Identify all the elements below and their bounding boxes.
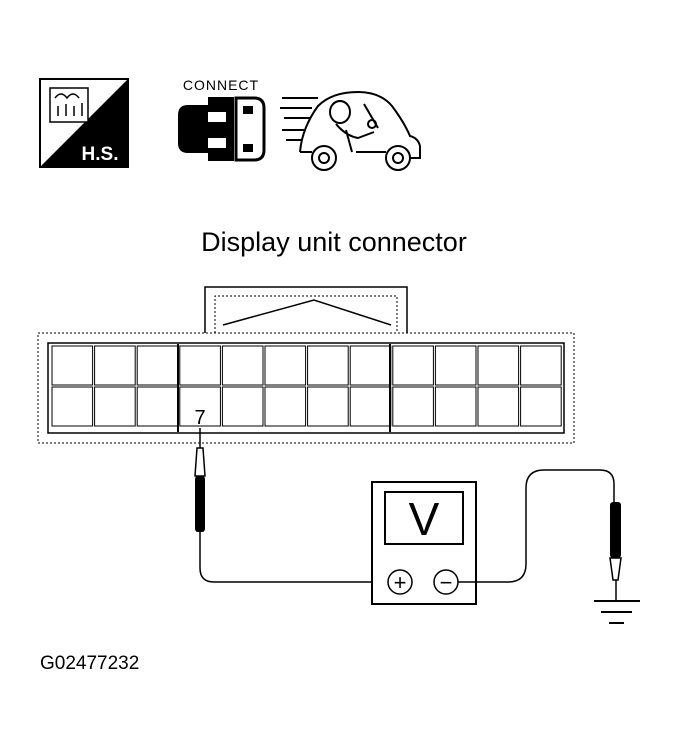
pin-cavity (477, 386, 520, 427)
connector-housing (37, 286, 575, 444)
pin-cavity (392, 345, 434, 386)
pin-cavity (520, 345, 562, 386)
connect-label: CONNECT (183, 77, 259, 93)
connector-icon: CONNECT (178, 77, 266, 162)
pin-cavity (434, 386, 477, 427)
pin-cavity (94, 386, 136, 427)
pin-cavity (349, 345, 392, 386)
pin-cavity (434, 345, 477, 386)
hs-label: H.S. (82, 144, 119, 165)
voltmeter-symbol: V (409, 493, 440, 545)
pin-cavity (477, 345, 520, 386)
pin-cavity (51, 345, 94, 386)
pin-cavity (264, 386, 307, 427)
pin-cavity (136, 386, 179, 427)
pin-cavity (51, 386, 94, 427)
pin-cavity (349, 386, 392, 427)
pin-cavity (392, 386, 434, 427)
positive-terminal-label: + (394, 570, 407, 595)
pin-cavity (307, 345, 349, 386)
pin-cavity (307, 386, 349, 427)
pin-cavity (179, 345, 221, 386)
car-driver-icon (280, 90, 421, 171)
positive-probe (194, 428, 390, 583)
pin-7-label: 7 (194, 407, 205, 429)
connector-pin-grid (51, 344, 562, 432)
pin-cavity (264, 345, 307, 386)
negative-terminal-label: − (440, 570, 453, 595)
pin-cavity (136, 345, 179, 386)
figure-id: G02477232 (40, 653, 139, 674)
voltmeter: V + − (371, 481, 477, 605)
connector-title: Display unit connector (201, 227, 467, 257)
negative-probe (458, 469, 622, 600)
pin-cavity (221, 345, 264, 386)
ground-symbol-icon (594, 600, 640, 624)
pin-cavity (520, 386, 562, 427)
pin-cavity (94, 345, 136, 386)
pin-cavity (221, 386, 264, 427)
harness-sign-icon: H.S. (39, 78, 129, 168)
pin-cavity (179, 386, 221, 427)
connector-pin-7: 7 (194, 407, 205, 429)
